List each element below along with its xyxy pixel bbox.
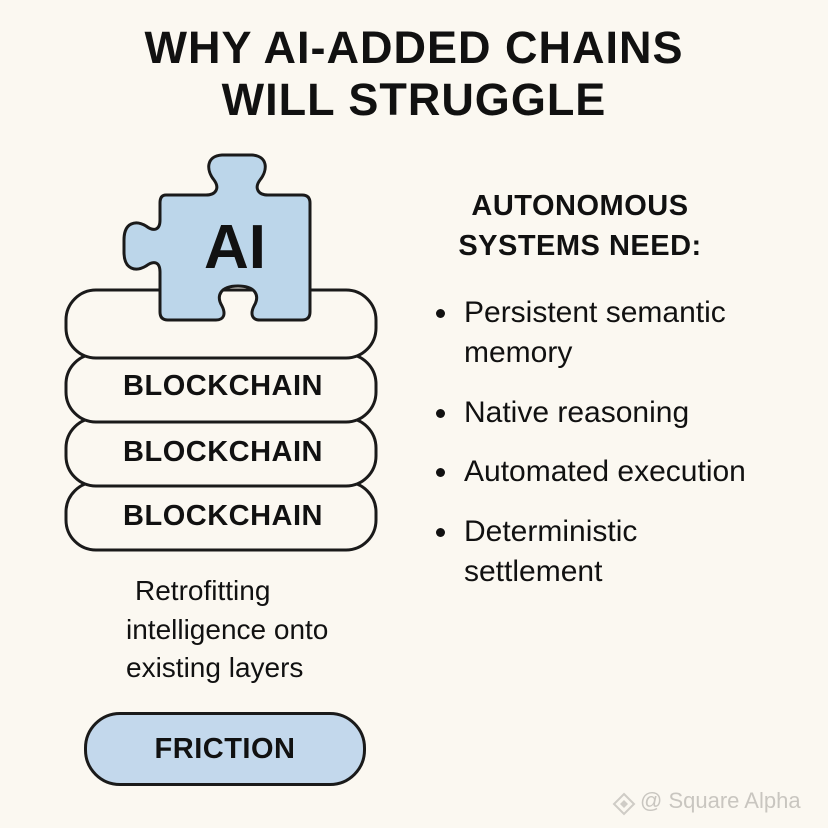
ai-puzzle-piece	[122, 153, 312, 322]
title-line-1: WHY AI-ADDED CHAINS	[144, 22, 684, 73]
note-line: Retrofitting	[135, 575, 271, 606]
watermark: @ Square Alpha	[640, 788, 801, 813]
note-line: intelligence onto	[126, 614, 329, 645]
needs-heading-line-2: SYSTEMS NEED:	[458, 230, 702, 262]
need-item-text: Deterministic	[464, 515, 638, 548]
title-line-2: WILL STRUGGLE	[221, 74, 607, 125]
blockchain-layer-label: BLOCKCHAIN	[123, 370, 323, 402]
friction-label: FRICTION	[154, 732, 296, 765]
needs-heading-line-1: AUTONOMOUS	[471, 190, 689, 222]
bullet-icon	[436, 409, 445, 418]
watermark-logo-icon	[612, 792, 636, 816]
bullet-icon	[436, 468, 445, 477]
bullet-icon	[436, 528, 445, 537]
ai-puzzle-label: AI	[204, 213, 266, 282]
need-item-text: Persistent semantic	[464, 296, 726, 329]
blockchain-layer-label: BLOCKCHAIN	[123, 436, 323, 468]
blockchain-layer-label: BLOCKCHAIN	[123, 500, 323, 532]
need-item-text: memory	[464, 336, 573, 369]
note-line: existing layers	[126, 652, 304, 683]
need-item-text: Automated execution	[464, 455, 746, 488]
need-item-text: Native reasoning	[464, 396, 690, 429]
need-item-text: settlement	[464, 555, 603, 588]
friction-badge: FRICTION	[84, 712, 366, 786]
bullet-icon	[436, 309, 445, 318]
